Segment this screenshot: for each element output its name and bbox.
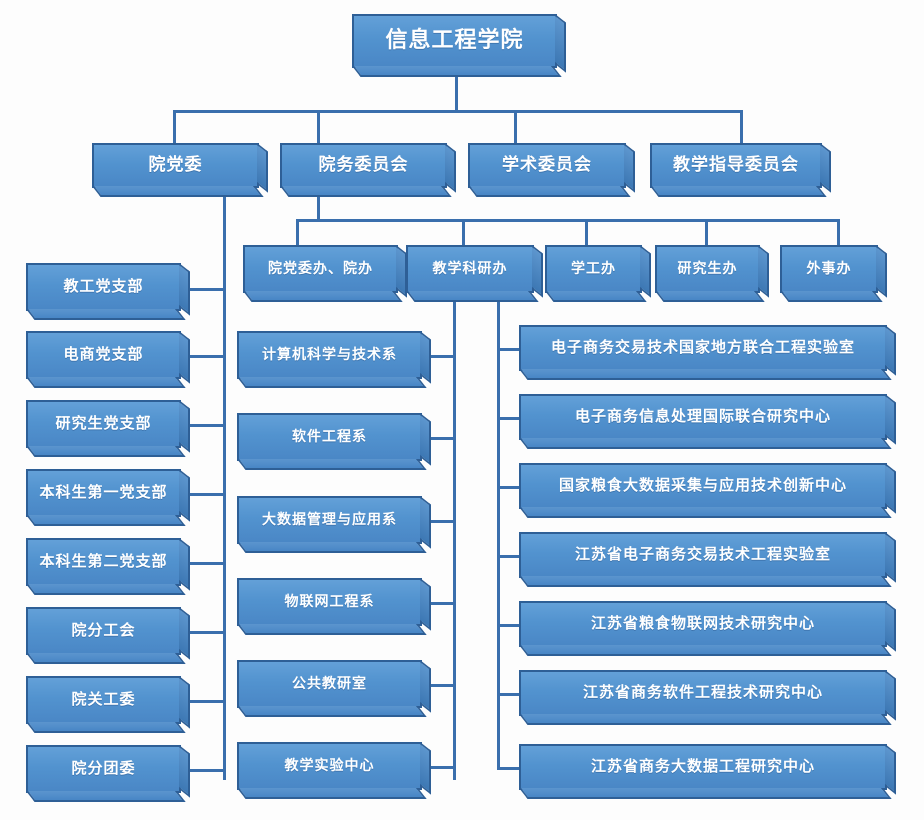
node-office-foreign-affairs[interactable]: 外事办 [780,245,878,293]
node-academic-committee[interactable]: 学术委员会 [468,143,626,188]
node-college-youth-league[interactable]: 院分团委 [26,745,181,793]
connector-lab-7 [497,767,519,770]
node-office-student-affairs[interactable]: 学工办 [545,245,642,293]
connector-dept-6 [422,766,456,769]
connector-dept-5 [422,684,456,687]
node-party-branch-undergrad-2[interactable]: 本科生第二党支部 [26,538,181,586]
connector-party-6 [180,631,226,634]
connector-drop-l2-2 [317,110,320,143]
connector-department-spine [453,293,456,780]
connector-party-4 [180,493,226,496]
connector-research-spine [497,293,500,770]
connector-dept-4 [422,602,456,605]
connector-party-7 [180,700,226,703]
connector-dept-2 [422,437,456,440]
connector-level3-bus [296,219,840,222]
node-party-committee[interactable]: 院党委 [92,143,259,188]
node-teaching-guidance-committee[interactable]: 教学指导委员会 [650,143,822,188]
connector-drop-l2-1 [173,110,176,143]
node-center-jiangsu-business-big-data[interactable]: 江苏省商务大数据工程研究中心 [519,744,887,790]
node-dept-software-engineering[interactable]: 软件工程系 [237,413,422,461]
connector-drop-l3-3 [585,219,588,245]
connector-drop-l3-2 [462,219,465,245]
node-dept-public-teaching[interactable]: 公共教研室 [237,660,422,708]
node-party-branch-faculty[interactable]: 教工党支部 [26,263,181,311]
node-office-party-and-college[interactable]: 院党委办、院办 [243,245,398,293]
connector-lab-2 [497,417,519,420]
node-office-teaching-research[interactable]: 教学科研办 [406,245,534,293]
node-party-branch-graduate[interactable]: 研究生党支部 [26,400,181,448]
node-dept-teaching-lab-center[interactable]: 教学实验中心 [237,742,422,790]
connector-drop-l2-4 [740,110,743,143]
node-lab-jiangsu-ecommerce-trading[interactable]: 江苏省电子商务交易技术工程实验室 [519,532,887,578]
node-college-affairs-committee[interactable]: 院务委员会 [280,143,447,188]
node-center-ecommerce-info-international[interactable]: 电子商务信息处理国际联合研究中心 [519,394,887,440]
connector-level2-bus [173,110,743,113]
node-center-grain-big-data-national[interactable]: 国家粮食大数据采集与应用技术创新中心 [519,463,887,509]
connector-lab-6 [497,693,519,696]
node-party-branch-ecommerce[interactable]: 电商党支部 [26,331,181,379]
node-dept-big-data-management[interactable]: 大数据管理与应用系 [237,496,422,544]
node-center-jiangsu-business-software[interactable]: 江苏省商务软件工程技术研究中心 [519,670,887,716]
connector-lab-3 [497,486,519,489]
connector-party-1 [180,288,226,291]
node-college-care-committee[interactable]: 院关工委 [26,676,181,724]
node-office-graduate[interactable]: 研究生办 [655,245,760,293]
connector-lab-1 [497,348,519,351]
connector-drop-l3-1 [296,219,299,245]
node-center-jiangsu-grain-iot[interactable]: 江苏省粮食物联网技术研究中心 [519,601,887,647]
connector-party-3 [180,424,226,427]
connector-lab-5 [497,624,519,627]
connector-dept-1 [422,355,456,358]
connector-root-stem [455,74,458,110]
node-lab-national-local-ecommerce[interactable]: 电子商务交易技术国家地方联合工程实验室 [519,325,887,371]
node-college-labor-union[interactable]: 院分工会 [26,607,181,655]
connector-party-8 [180,769,226,772]
connector-party-spine [223,190,226,780]
connector-drop-l3-4 [705,219,708,245]
connector-party-5 [180,562,226,565]
connector-yuanwu-stem [317,188,320,219]
connector-drop-l2-3 [514,110,517,143]
connector-dept-3 [422,520,456,523]
node-dept-computer-science[interactable]: 计算机科学与技术系 [237,331,422,379]
connector-lab-4 [497,555,519,558]
node-party-branch-undergrad-1[interactable]: 本科生第一党支部 [26,469,181,517]
node-root-college[interactable]: 信息工程学院 [352,14,557,68]
connector-party-2 [180,355,226,358]
node-dept-iot-engineering[interactable]: 物联网工程系 [237,578,422,626]
connector-drop-l3-5 [837,219,840,245]
